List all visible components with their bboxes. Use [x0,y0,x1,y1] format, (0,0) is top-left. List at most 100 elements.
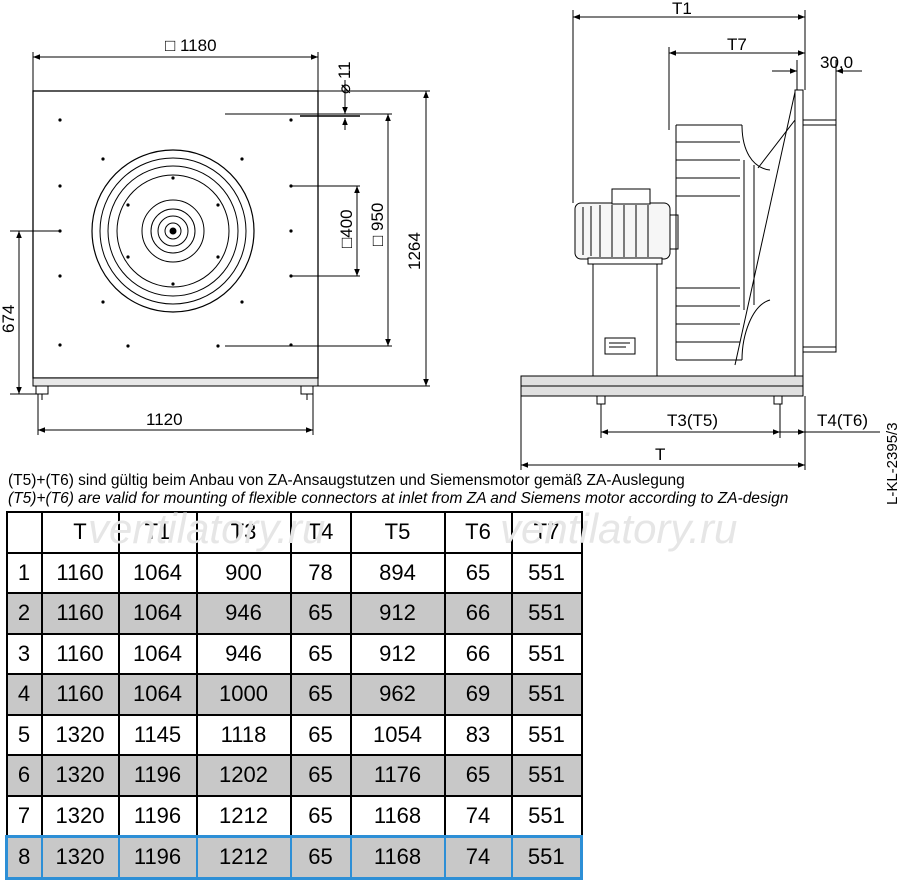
center-height-label: 674 [0,305,18,333]
table-cell: 551 [510,551,583,594]
front-view [10,52,430,435]
table-cell: 1118 [195,713,292,756]
note-german: (T5)+(T6) sind gültig beim Anbau von ZA-… [8,472,685,489]
t4-label: T4(T6) [817,411,868,430]
table-cell: 1196 [117,794,198,838]
table-cell: 1168 [349,794,446,838]
t7-label: T7 [727,35,747,54]
row-index-cell: 6 [5,754,43,797]
bolt-holes [58,118,293,348]
table-cell: 65 [289,835,352,880]
t1-label: T1 [672,0,692,18]
table-cell: 1160 [40,551,120,594]
row-index-cell: 3 [5,632,43,675]
table-cell: 1212 [195,835,292,880]
side-view-labels: T1 T7 30,0 T3(T5) T4(T6) T [655,0,868,464]
motor-stand [592,261,658,377]
table-cell: 65 [443,754,513,797]
table-cell: 69 [443,673,513,716]
row-index-cell [5,511,43,554]
table-cell: 551 [510,835,583,880]
side-view [520,10,880,470]
impeller-side [675,91,796,366]
table-cell: 551 [510,754,583,797]
t3-label: T3(T5) [667,411,718,430]
table-cell: 1064 [117,592,198,635]
table-cell: 1320 [40,794,120,838]
outer-square-label: □ 950 [368,203,387,246]
technical-drawing: □ 1180 ⌀ 11 □400 □ 950 1264 674 1120 [0,0,880,470]
table-cell: 1202 [195,754,292,797]
row-index-cell: 7 [5,794,43,838]
table-cell: 83 [443,713,513,756]
table-cell: 551 [510,794,583,838]
table-cell: 1064 [117,551,198,594]
height-label: 1264 [405,232,424,270]
table-cell: 900 [195,551,292,594]
table-cell: 65 [289,673,352,716]
note-english: (T5)+(T6) are valid for mounting of flex… [8,490,789,507]
table-cell: T1 [117,511,198,554]
table-cell: 1160 [40,592,120,635]
table-cell: 1145 [117,713,198,756]
table-cell: 1160 [40,632,120,675]
front-view-labels: □ 1180 ⌀ 11 □400 □ 950 1264 674 1120 [0,36,424,429]
table-cell: 1064 [117,673,198,716]
row-index-cell: 2 [5,592,43,635]
foot-right [300,385,314,395]
inlet-flange [802,119,837,353]
table-cell: 65 [289,592,352,635]
row-index-cell: 4 [5,673,43,716]
table-cell: 1196 [117,754,198,797]
table-cell: 66 [443,592,513,635]
table-cell: 65 [443,551,513,594]
base-width-label: 1120 [146,410,183,429]
t-label: T [655,445,665,464]
table-cell: T4 [289,511,352,554]
table-cell: 912 [349,592,446,635]
table-cell: 1000 [195,673,292,716]
inner-square-label: □400 [337,209,356,248]
hole-label: ⌀ 11 [335,61,354,94]
table-cell: 551 [510,673,583,716]
table-cell: 1168 [349,835,446,880]
table-cell: 946 [195,592,292,635]
drawing-code: L-KL-2395/3 [884,422,900,505]
row-index-cell: 8 [5,835,43,880]
table-cell: T [40,511,120,554]
table-cell: 1212 [195,794,292,838]
table-cell: 551 [510,713,583,756]
table-cell: 1064 [117,632,198,675]
offset-label: 30,0 [820,53,853,72]
table-cell: 551 [510,592,583,635]
table-cell: 65 [289,632,352,675]
table-cell: 1320 [40,713,120,756]
table-cell: 551 [510,632,583,675]
table-cell: 66 [443,632,513,675]
table-cell: 1054 [349,713,446,756]
table-cell: 894 [349,551,446,594]
table-cell: T6 [443,511,513,554]
table-cell: 1320 [40,835,120,880]
table-cell: 74 [443,794,513,838]
table-cell: 65 [289,794,352,838]
inlet-plate [794,89,804,377]
table-cell: 1320 [40,754,120,797]
base-frame [32,377,319,387]
table-cell: T7 [510,511,583,554]
table-cell: 1176 [349,754,446,797]
housing-plate [32,90,319,379]
row-index-cell: 1 [5,551,43,594]
table-cell: 912 [349,632,446,675]
table-cell: 65 [289,713,352,756]
foot-left [35,385,49,395]
width-label: □ 1180 [165,36,217,55]
